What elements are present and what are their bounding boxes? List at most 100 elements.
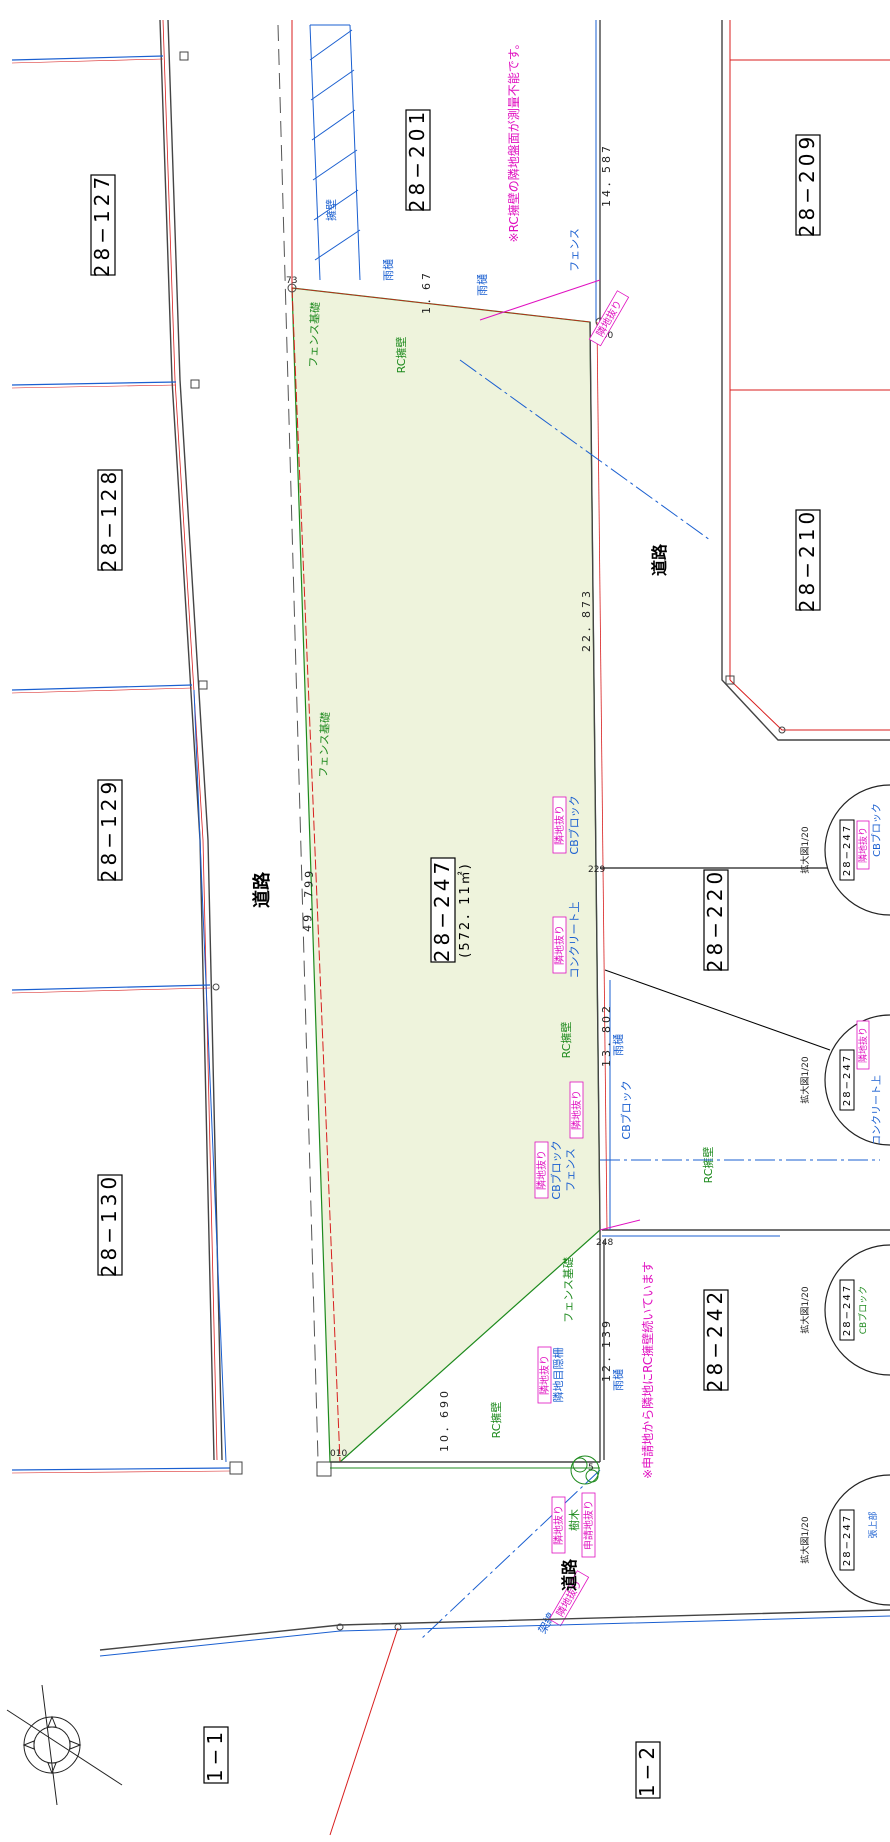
svg-text:28−210: 28−210: [795, 508, 819, 612]
svg-text:CBブロック: CBブロック: [619, 1080, 633, 1139]
point-no: 73: [286, 276, 297, 286]
svg-text:10．690: 10．690: [438, 1388, 451, 1452]
svg-text:道路: 道路: [251, 871, 273, 908]
svg-text:CBブロック: CBブロック: [567, 795, 581, 854]
lot-label: 28−130: [97, 1173, 123, 1277]
detail-3: 拡大図1/20 28−247 CBブロック: [799, 1244, 890, 1376]
road-label: 道路: [650, 543, 669, 576]
cb-block-label: CBブロック: [549, 1140, 563, 1199]
tree-label: 樹木: [568, 1509, 581, 1531]
tag: 申請地抜り: [581, 1492, 596, 1558]
svg-text:拡大図1/20: 拡大図1/20: [799, 826, 811, 873]
tag: 隣地抜り: [534, 1141, 549, 1199]
svg-text:1−1: 1−1: [203, 1728, 227, 1782]
subject-lot-label: 28−247 (572．11㎡): [430, 857, 473, 963]
dimension: 13．802: [600, 1003, 613, 1067]
svg-text:28−242: 28−242: [703, 1288, 727, 1392]
svg-text:隣地抜り: 隣地抜り: [538, 1355, 551, 1395]
svg-text:フェンス: フェンス: [564, 1148, 577, 1192]
svg-text:CBブロック: CBブロック: [857, 1286, 869, 1334]
tag: 隣地抜り: [552, 916, 567, 974]
fence-label: フェンス: [568, 228, 581, 272]
cb-block-label: CBブロック: [567, 795, 581, 854]
svg-text:道路: 道路: [650, 543, 669, 576]
svg-text:コンクリート上: コンクリート上: [568, 902, 581, 979]
road-label: 道路: [251, 871, 273, 908]
svg-text:14．587: 14．587: [600, 143, 613, 207]
lot-label: 1−2: [635, 1741, 661, 1799]
svg-text:拡大図1/20: 拡大図1/20: [799, 1056, 811, 1103]
svg-text:28−130: 28−130: [97, 1173, 121, 1277]
south-road: [99, 1609, 890, 1836]
svg-text:28−247: 28−247: [842, 1054, 853, 1106]
svg-text:樹木: 樹木: [568, 1509, 581, 1531]
svg-text:CBブロック: CBブロック: [549, 1140, 563, 1199]
svg-text:隣地目隠柵: 隣地目隠柵: [551, 1348, 565, 1403]
svg-text:隣地抜り: 隣地抜り: [552, 1505, 565, 1545]
svg-text:※RC擁壁の隣地盤面が測量不能です。: ※RC擁壁の隣地盤面が測量不能です。: [506, 38, 521, 243]
dimension: 10．690: [438, 1388, 451, 1452]
lot-label: 28−209: [795, 133, 821, 237]
fence-foundation-label: フェンス基礎: [307, 302, 322, 368]
lot-label: 28−128: [97, 468, 123, 572]
detail-4: 拡大図1/20 28−247 張上部: [799, 1474, 890, 1606]
svg-text:28−247: 28−247: [430, 858, 454, 962]
svg-text:隣地抜り: 隣地抜り: [857, 1027, 869, 1063]
fence-foundation-label: フェンス基礎: [317, 712, 332, 778]
svg-text:RC擁壁: RC擁壁: [559, 1022, 573, 1059]
gutter-label: 雨樋: [611, 1369, 625, 1391]
svg-text:28−220: 28−220: [703, 868, 727, 972]
svg-text:雨樋: 雨樋: [381, 259, 395, 281]
lot-label: 28−201: [405, 108, 431, 212]
point-no: 229: [588, 865, 605, 875]
tag: 隣地抜り: [551, 1496, 566, 1554]
lot-label: 28−220: [703, 868, 729, 972]
svg-text:28−129: 28−129: [97, 778, 121, 882]
point-no: 248: [596, 1238, 613, 1248]
svg-text:12．139: 12．139: [600, 1318, 613, 1382]
road-label: 道路: [560, 1558, 579, 1591]
lot-label: 28−127: [90, 173, 116, 277]
svg-text:28−209: 28−209: [795, 133, 819, 237]
svg-text:28−247: 28−247: [842, 1284, 853, 1336]
detail-2: 拡大図1/20 28−247 隣地抜り コンクリート上: [799, 1014, 890, 1146]
svg-text:フェンス基礎: フェンス基礎: [307, 302, 322, 368]
point-no: 5: [588, 1463, 594, 1473]
concrete-label: コンクリート上: [568, 902, 581, 979]
dimension: 49．799: [301, 868, 316, 932]
fence-foundation-label: フェンス基礎: [562, 1257, 575, 1323]
tag: 隣地抜り: [537, 1346, 552, 1404]
svg-text:コンクリート上: コンクリート上: [871, 1075, 883, 1145]
svg-text:28−128: 28−128: [97, 468, 121, 572]
dimension: 1．67: [420, 270, 433, 314]
svg-text:擁壁: 擁壁: [324, 199, 338, 221]
dimension: 14．587: [600, 143, 613, 207]
svg-text:1−2: 1−2: [635, 1743, 659, 1797]
svg-text:フェンス: フェンス: [568, 228, 581, 272]
compass-icon: [6, 1684, 123, 1806]
detail-1: 拡大図1/20 28−247 隣地抜り CBブロック: [799, 784, 890, 916]
svg-text:RC擁壁: RC擁壁: [489, 1402, 503, 1439]
svg-text:RC擁壁: RC擁壁: [394, 337, 408, 374]
svg-text:隣地抜り: 隣地抜り: [535, 1150, 548, 1190]
svg-text:道路: 道路: [560, 1558, 579, 1591]
north-neighbour: [287, 20, 605, 327]
svg-text:CBブロック: CBブロック: [870, 803, 883, 857]
svg-text:雨樋: 雨樋: [611, 1369, 625, 1391]
east-neighbours: [419, 20, 890, 1641]
rc-wall-label: RC擁壁: [489, 1402, 503, 1439]
neighbor-fence-label: 隣地目隠柵: [551, 1348, 565, 1403]
svg-text:13．802: 13．802: [600, 1003, 613, 1067]
svg-text:RC擁壁: RC擁壁: [701, 1147, 715, 1184]
svg-text:申請地抜り: 申請地抜り: [582, 1500, 595, 1550]
svg-text:拡大図1/20: 拡大図1/20: [799, 1516, 811, 1563]
fence-label: フェンス: [564, 1148, 577, 1192]
lot-label: 28−242: [703, 1288, 729, 1392]
lot-label: 28−210: [795, 508, 821, 612]
west-lots: [11, 19, 332, 1477]
tag: 隣地抜り: [552, 796, 567, 854]
svg-text:フェンス基礎: フェンス基礎: [317, 712, 332, 778]
note-top: ※RC擁壁の隣地盤面が測量不能です。: [506, 38, 521, 243]
note-middle: ※申請地から隣地にRC擁壁続いています: [640, 1261, 655, 1479]
